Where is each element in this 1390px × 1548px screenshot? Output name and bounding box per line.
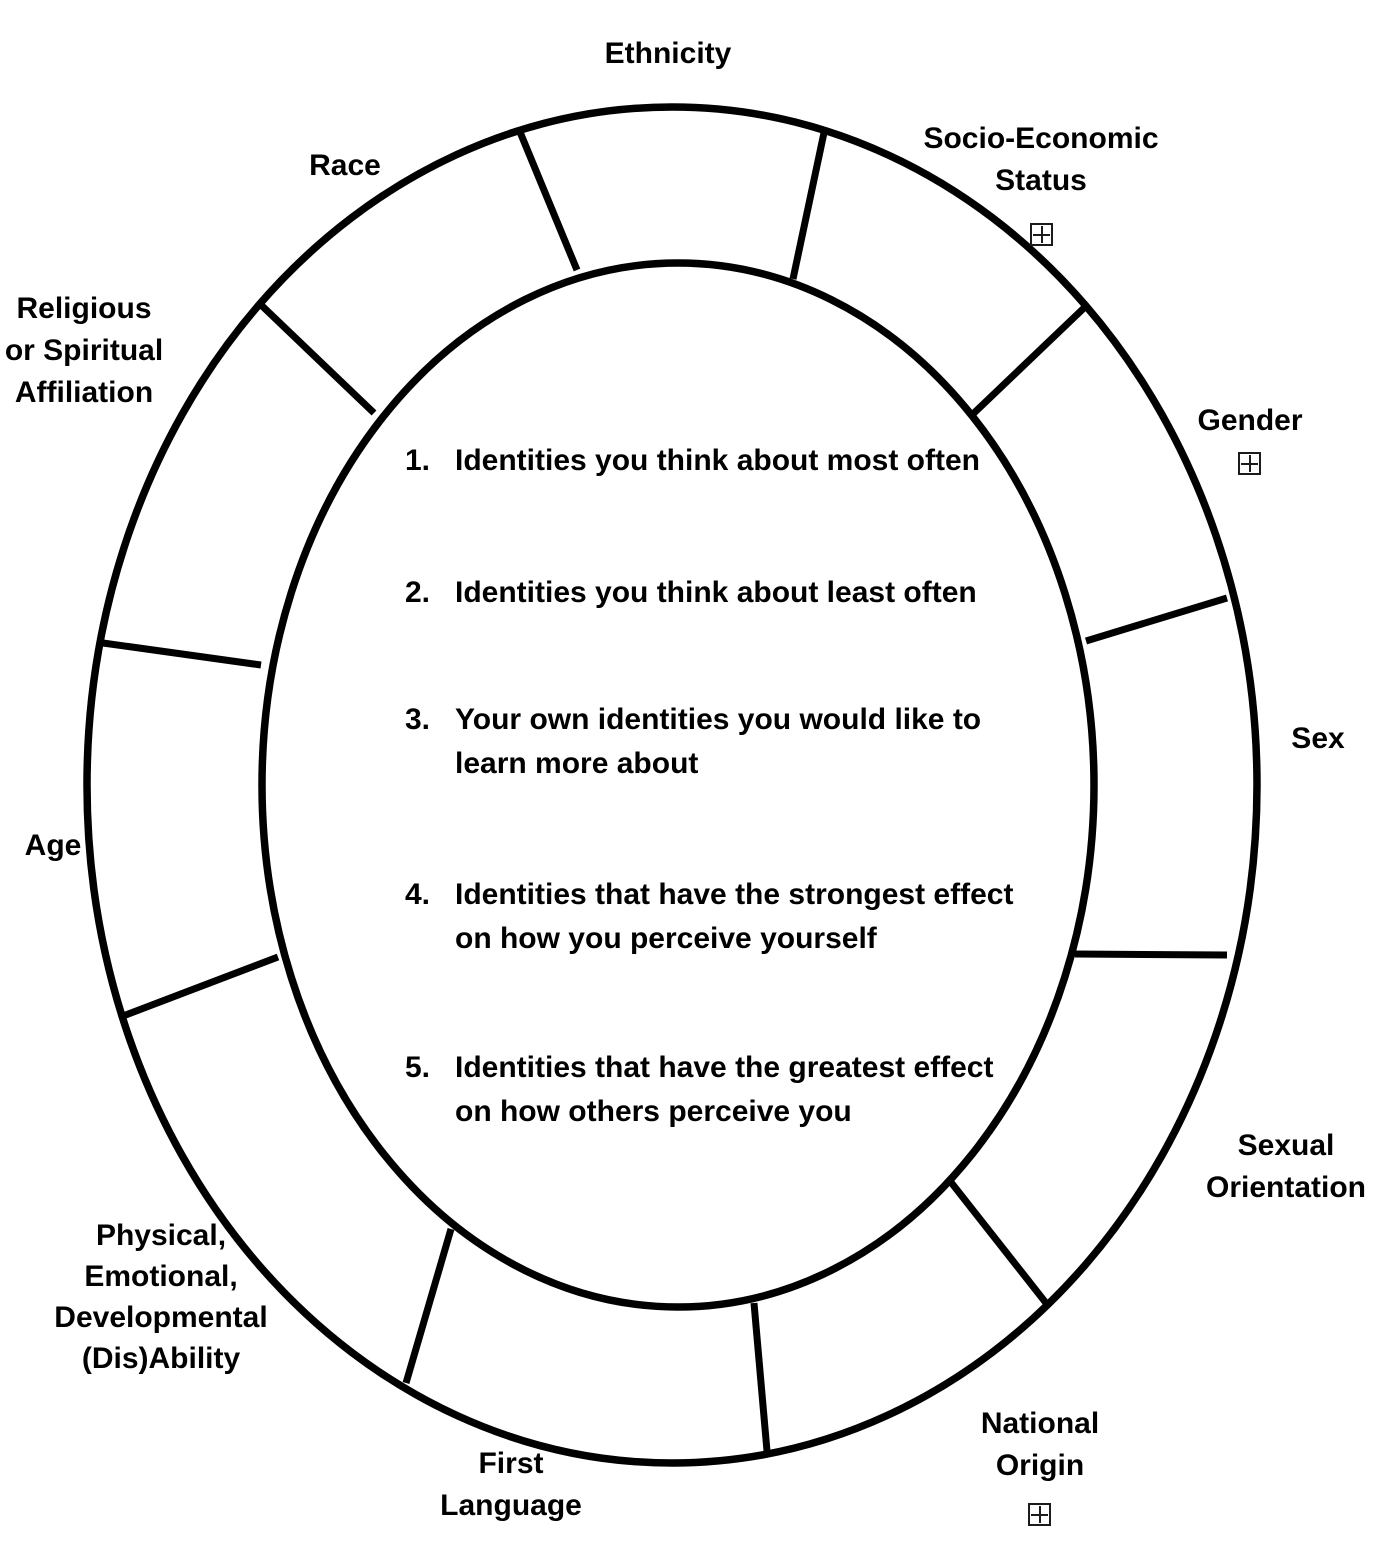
label-line: Status [995, 164, 1087, 197]
segment-divider-religious-race [256, 300, 377, 416]
expand-plus-icon[interactable] [1238, 452, 1261, 475]
prompt-number: 1. [405, 444, 431, 477]
prompt-number: 4. [405, 878, 431, 911]
prompt-line: Identities you think about most often [455, 444, 980, 477]
label-line: Affiliation [14, 376, 154, 409]
label-first-language: First Language [440, 1443, 582, 1527]
label-disability: Physical, Emotional, Developmental (Dis)… [54, 1215, 267, 1379]
label-line: Sexual [1237, 1129, 1335, 1162]
prompt-number: 2. [405, 576, 431, 609]
label-line: Language [440, 1489, 582, 1522]
label-line: Orientation [1205, 1171, 1367, 1204]
label-socio-economic-status: Socio-Economic Status [923, 118, 1158, 202]
prompt-item-5: 5. Identities that have the greatest eff… [405, 1046, 993, 1134]
segment-divider-firstlanguage-disability [402, 1228, 455, 1384]
label-line: Developmental [54, 1301, 268, 1334]
label-line: Emotional, [84, 1260, 238, 1293]
label-gender: Gender [1197, 400, 1302, 442]
expand-plus-icon[interactable] [1028, 1503, 1051, 1526]
prompt-item-3: 3. Your own identities you would like to… [405, 698, 981, 786]
label-line: Origin [995, 1449, 1085, 1482]
label-line: Ethnicity [604, 37, 732, 70]
prompt-line: on how you perceive yourself [455, 922, 877, 955]
segment-divider-ses-gender [971, 304, 1088, 416]
label-religious-affiliation: Religious or Spiritual Affiliation [5, 288, 163, 414]
label-sexual-orientation: Sexual Orientation [1206, 1125, 1366, 1209]
label-line: Race [309, 149, 381, 182]
segment-divider-race-ethnicity [516, 130, 581, 272]
segment-divider-natorigin-firstlanguage [750, 1302, 771, 1452]
prompt-line: Your own identities you would like to [455, 703, 982, 736]
label-line: Religious [16, 292, 152, 325]
expand-plus-icon[interactable] [1030, 223, 1053, 246]
label-line: Gender [1197, 404, 1303, 437]
prompt-line: Identities that have the greatest effect [455, 1051, 994, 1084]
label-line: Age [24, 829, 82, 862]
label-national-origin: National Origin [981, 1403, 1099, 1487]
segment-divider-gender-sex [1084, 594, 1229, 645]
prompt-number: 5. [405, 1051, 431, 1084]
label-race: Race [309, 145, 381, 187]
segment-divider-sex-sexual-orientation [1074, 950, 1228, 959]
label-line: First [478, 1447, 544, 1480]
inner-ring [258, 259, 1098, 1311]
prompt-number: 3. [405, 703, 431, 736]
label-ethnicity: Ethnicity [605, 33, 732, 75]
label-age: Age [25, 825, 82, 867]
prompt-line: on how others perceive you [455, 1095, 852, 1128]
prompt-item-4: 4. Identities that have the strongest ef… [405, 873, 1013, 961]
label-line: Socio-Economic [923, 122, 1159, 155]
segment-divider-ethnicity-ses [789, 127, 829, 280]
outer-ring [83, 103, 1261, 1467]
prompt-item-2: 2. Identities you think about least ofte… [405, 571, 977, 615]
label-line: National [980, 1407, 1100, 1440]
segment-divider-sexualorientation-natorig [947, 1178, 1049, 1306]
segment-divider-age-religious [102, 639, 262, 669]
label-line: Physical, [95, 1219, 227, 1252]
prompt-item-1: 1. Identities you think about most often [405, 439, 980, 483]
label-line: Sex [1291, 722, 1345, 755]
prompt-line: Identities you think about least often [455, 576, 977, 609]
label-line: or Spiritual [4, 334, 164, 367]
prompt-line: Identities that have the strongest effec… [455, 878, 1014, 911]
prompt-line: learn more about [455, 747, 699, 780]
label-line: (Dis)Ability [81, 1342, 241, 1375]
label-sex: Sex [1291, 718, 1344, 760]
segment-divider-disability-age [121, 953, 280, 1020]
